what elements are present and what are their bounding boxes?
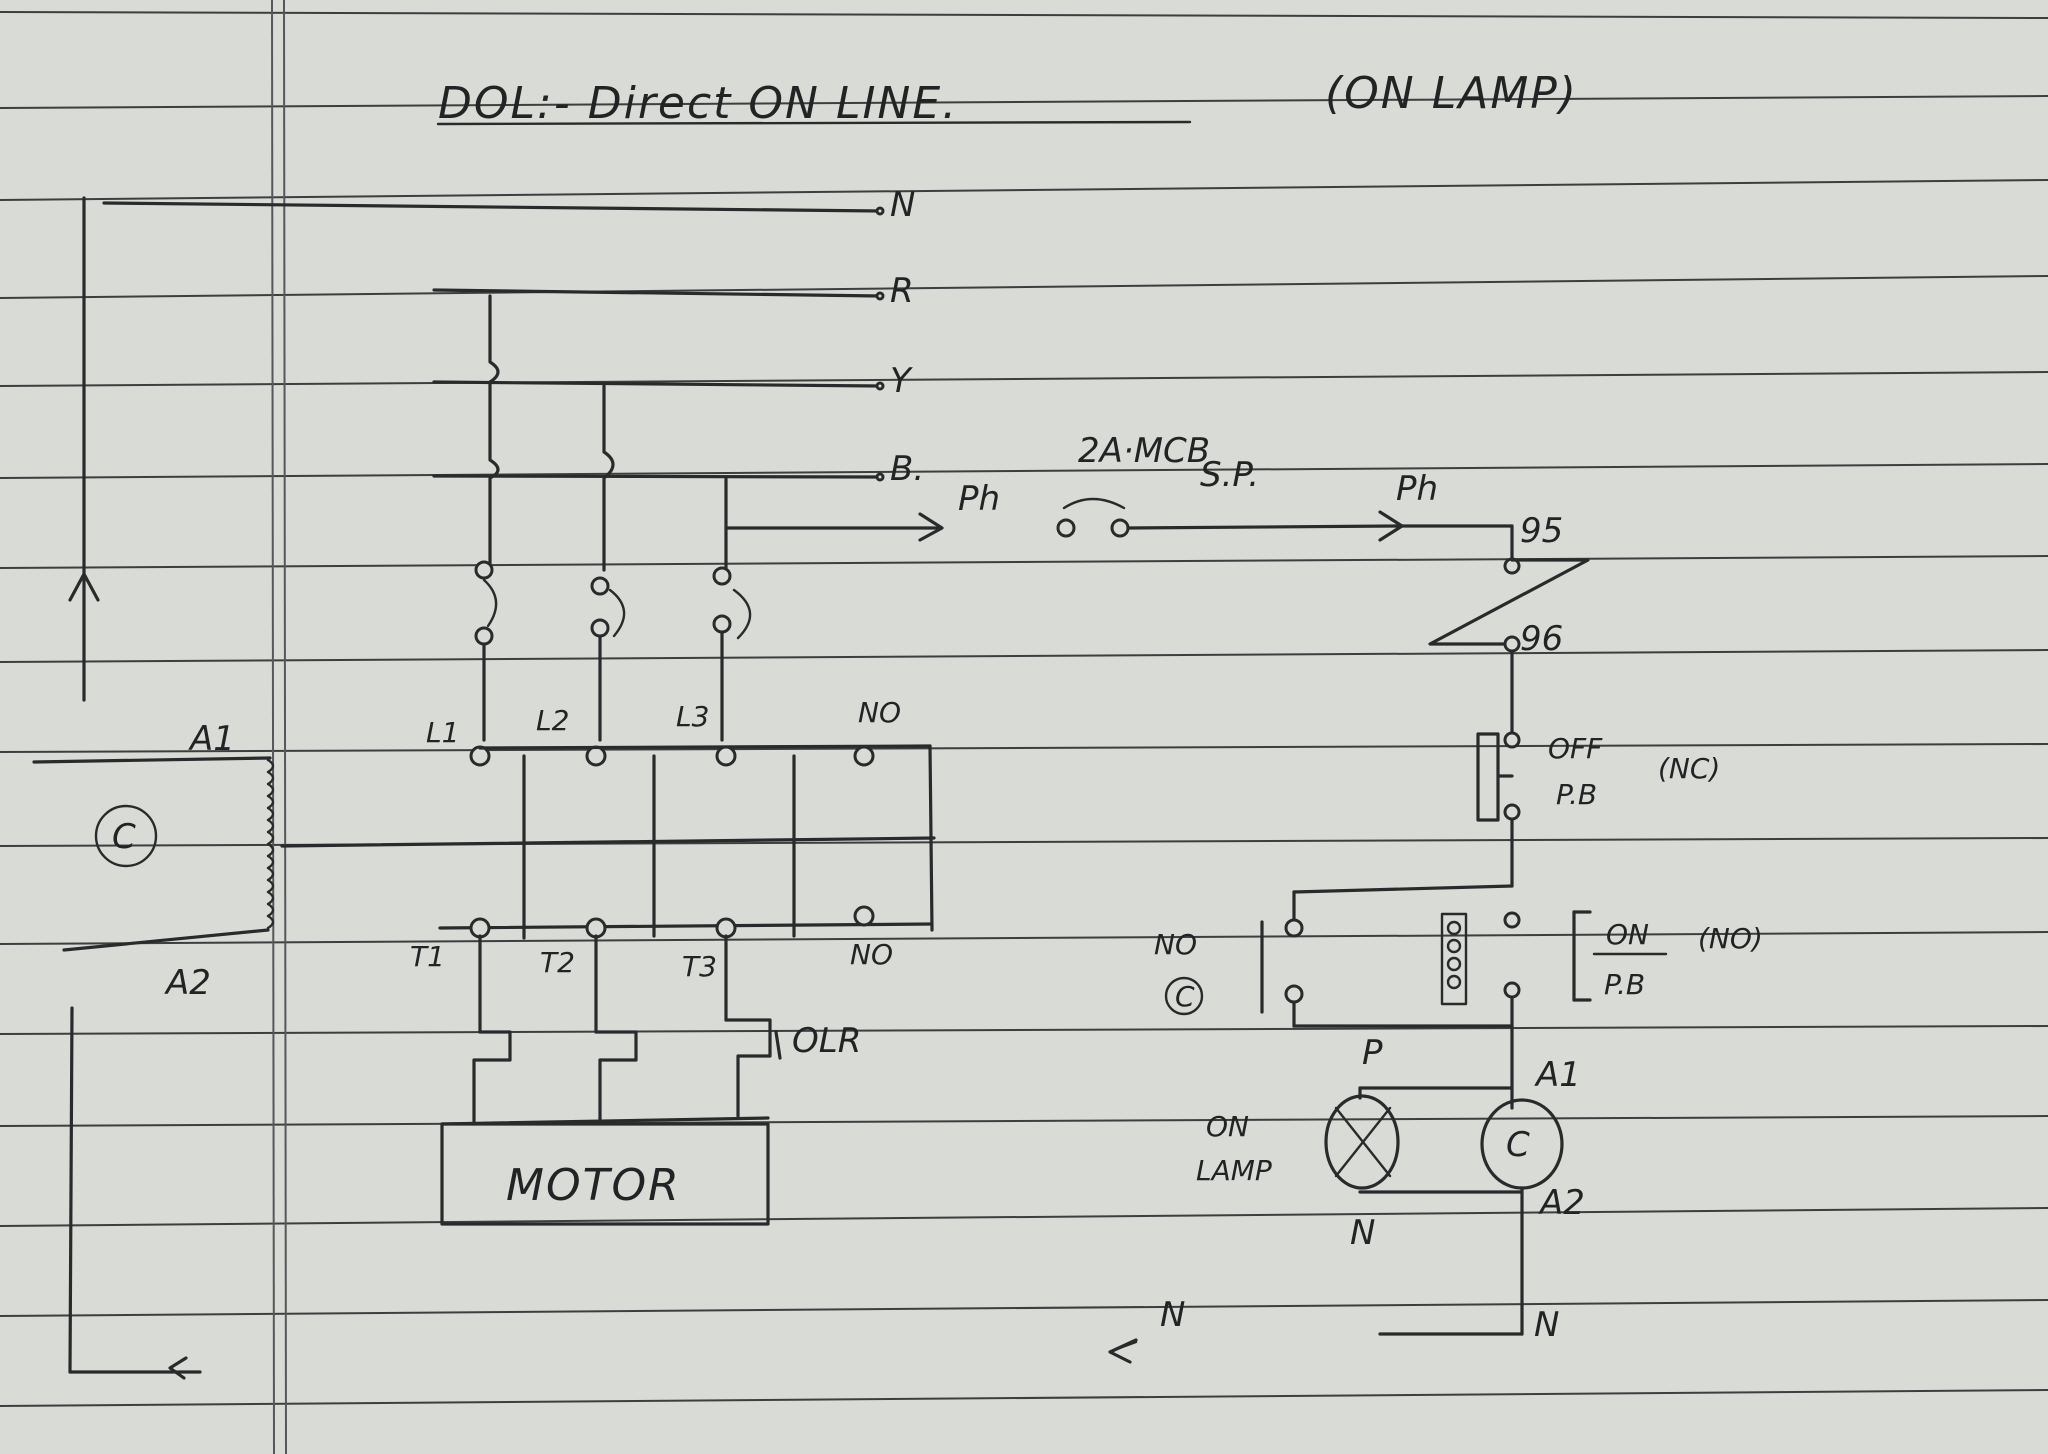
contactor-l2: L2 — [536, 704, 569, 737]
motor-box — [440, 1122, 770, 1226]
on-push-button — [1572, 910, 1668, 1002]
mcb-switch — [1056, 497, 1404, 542]
lamp-label-line1: ON — [1206, 1110, 1249, 1143]
lamp-n: N — [1350, 1213, 1375, 1253]
coil-symbol: C — [1506, 1125, 1530, 1165]
contactor-t1: T1 — [410, 940, 445, 973]
contactor-symbol-circle — [94, 804, 158, 868]
on-button-type: (NO) — [1698, 922, 1763, 955]
contactor-t2: T2 — [540, 946, 575, 979]
coil-a1: A1 — [1534, 1055, 1581, 1095]
hold-contact-label: NO — [1154, 928, 1197, 961]
olr-aux-contact — [1428, 557, 1590, 736]
motor-label: MOTOR — [506, 1160, 681, 1211]
mcb-ph-in-label: Ph — [958, 479, 1000, 519]
lamp-p: P — [1362, 1033, 1383, 1073]
coil-a2: A2 — [1538, 1183, 1585, 1223]
on-button-label: ON — [1606, 918, 1649, 951]
neutral-end-label: N — [1534, 1305, 1559, 1345]
phase-drops — [488, 294, 728, 572]
hold-contact-symbol: C — [1175, 980, 1195, 1013]
contactor-no-top: NO — [858, 696, 901, 729]
contactor-a2: A2 — [164, 963, 211, 1003]
mcb-ph-out-label: Ph — [1396, 469, 1438, 509]
lamp-label-line2: LAMP — [1196, 1154, 1272, 1187]
on-button-pb: P.B — [1604, 968, 1645, 1001]
contactor-symbol: C — [112, 817, 136, 857]
neutral-arrow-label: N — [1160, 1295, 1185, 1335]
contactor-block — [32, 744, 936, 952]
contactor-no-bottom: NO — [850, 938, 893, 971]
line-label-n: N — [890, 185, 915, 225]
main-switches — [474, 560, 752, 742]
olr-block — [440, 934, 782, 1126]
supply-lines — [102, 201, 885, 482]
diagram-subtitle: (ON LAMP) — [1325, 68, 1578, 119]
contactor-l3: L3 — [676, 700, 709, 733]
coil-and-lamp — [1324, 1086, 1564, 1336]
off-push-button — [1476, 731, 1521, 888]
off-button-type: (NC) — [1658, 752, 1720, 785]
arrow-up-icon — [68, 572, 100, 602]
contactor-l1: L1 — [426, 716, 459, 749]
mcb-rating-label: 2A·MCB — [1078, 431, 1210, 471]
diagram-title: DOL:- Direct ON LINE. — [438, 78, 958, 129]
holding-circuit — [1260, 884, 1521, 1106]
neutral-return-wire — [68, 1006, 1138, 1380]
olr-contact-95: 95 — [1520, 511, 1563, 551]
olr-contact-96: 96 — [1520, 619, 1563, 659]
mcb-type-label: S.P. — [1200, 455, 1259, 495]
line-label-b: B. — [890, 449, 924, 489]
olr-label: OLR — [792, 1021, 861, 1061]
contactor-a1: A1 — [188, 719, 235, 759]
off-button-label: OFF — [1548, 732, 1603, 765]
off-button-pb: P.B — [1556, 778, 1597, 811]
arrow-right-icon — [918, 512, 944, 542]
line-label-r: R — [890, 271, 914, 311]
hold-contact-symbol-circle — [1164, 976, 1204, 1016]
line-label-y: Y — [890, 361, 913, 401]
contactor-t3: T3 — [682, 950, 717, 983]
